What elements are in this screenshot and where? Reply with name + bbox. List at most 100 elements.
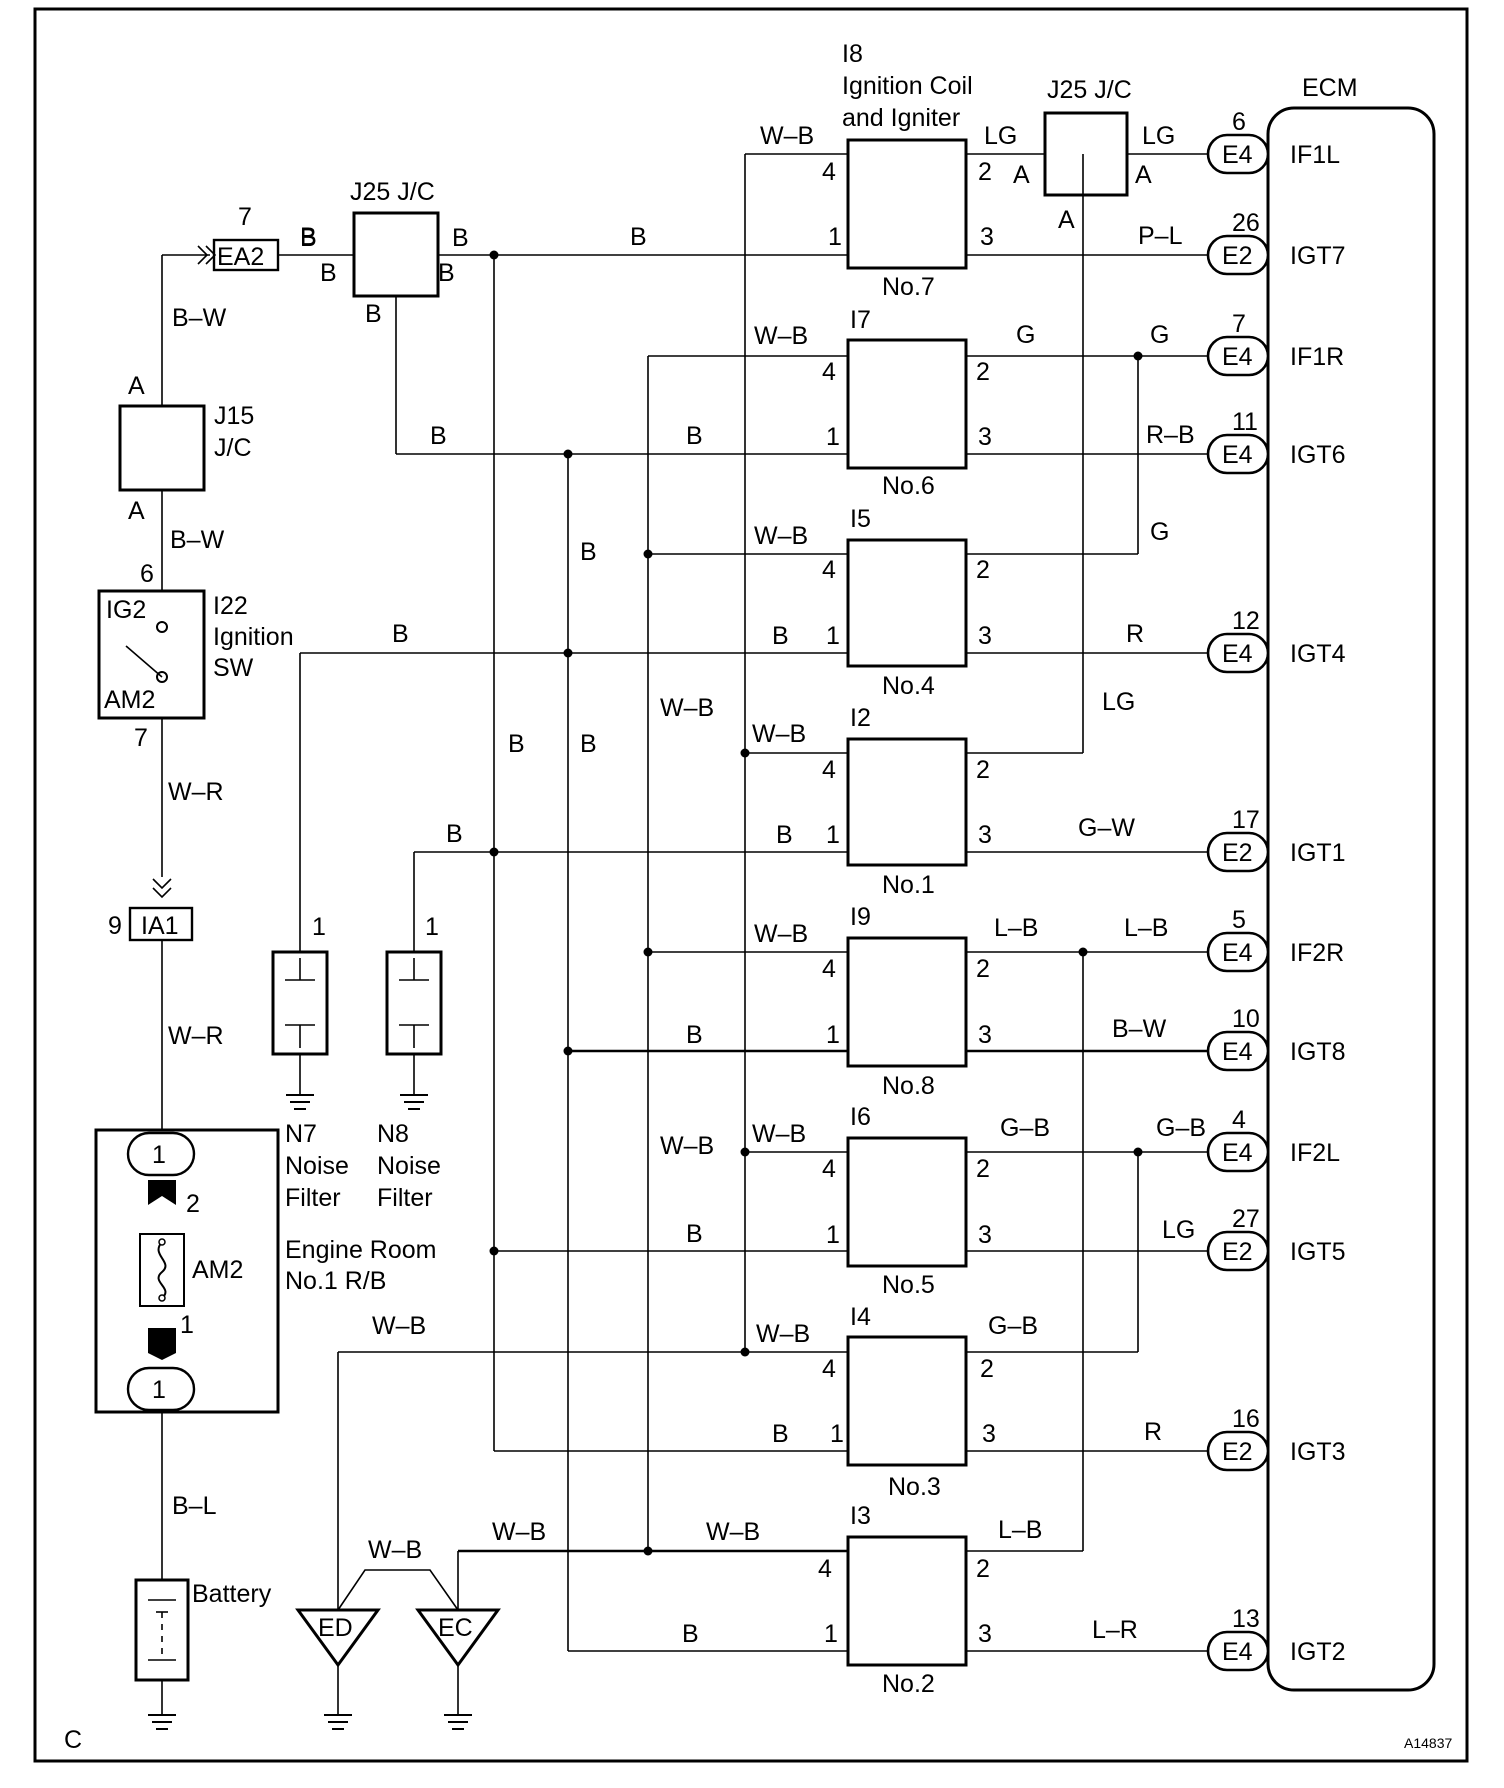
wire-label: W–B [760,122,814,150]
wire-label: B [772,622,789,650]
nf-name-2: Filter [377,1184,433,1212]
coil-subtitle: Ignition Coil [842,72,973,100]
wire-label: B [508,730,525,758]
j25-pin-b: B [452,224,469,252]
wire-label: G [1150,321,1169,349]
j25-title: J25 J/C [1047,76,1132,104]
earth-ground-symbols [148,1094,472,1730]
wire-label: W–R [168,1022,224,1050]
j15-pin-a: A [128,372,145,400]
rb-name: Engine Room [285,1236,436,1264]
pin-2: 2 [978,158,992,186]
wire-label: R [1144,1418,1162,1446]
ecm-pin-connector-label: E4 [1222,640,1253,668]
ecm-pin-number: 10 [1232,1005,1260,1033]
wire-label: L–B [994,914,1038,942]
figure-id: A14837 [1404,1735,1452,1751]
ecm-pin-name: IGT2 [1290,1638,1346,1666]
pin-3: 3 [978,1221,992,1249]
noise-filter-n8: 1 N8 Noise Filter [377,913,443,1212]
pin-2: 2 [976,1155,990,1183]
ecm-pin-connector [1206,931,1270,973]
wire-label: W–R [168,778,224,806]
pin-2: 2 [976,756,990,784]
coil-id: I4 [850,1303,871,1331]
wire-label: B [686,1021,703,1049]
coil-id: I5 [850,505,871,533]
wire-label: G [1016,321,1035,349]
pin-3: 3 [982,1420,996,1448]
corner-label: C [64,1726,82,1754]
wire-label: G–B [988,1312,1038,1340]
ecm-pin-number: 4 [1232,1106,1246,1134]
ecm-pin-connector [1206,1030,1270,1072]
wire-label: W–B [660,694,714,722]
j25-title: J25 J/C [350,178,435,206]
wire-label: W–B [756,1320,810,1348]
j15-jc: J15 J/C A A [118,372,254,525]
coil-id: I9 [850,903,871,931]
ecm-pin-connector-label: E4 [1222,1139,1253,1167]
diagram-frame [33,7,1469,1763]
wire-label: R–B [1146,421,1195,449]
ecm-pin-name: IF1R [1290,343,1344,371]
ea2-pin: 7 [238,203,252,231]
wire-label: B [392,620,409,648]
wire-label: B–W [170,526,225,554]
ignition-switch: IG2 AM2 I22 Ignition SW 6 7 [97,560,294,752]
ea2-connector: EA2 7 [197,203,280,272]
wire-label: B [686,1220,703,1248]
wire-label: W–B [752,1120,806,1148]
wire-label: W–B [660,1132,714,1160]
pin-2: 2 [976,955,990,983]
coil-number: No.6 [882,472,935,500]
ia1-pin: 9 [108,912,122,940]
noise-filter-n7: 1 N7 Noise Filter [271,913,349,1212]
wire-label: LG [984,122,1017,150]
wire-label: B [446,820,463,848]
j25-pin-a-bottom: A [1058,206,1075,234]
relay-block: 1 2 AM2 1 1 Engine Room No.1 R/B [94,1128,436,1414]
ecm-pin-connector-label: E2 [1222,242,1253,270]
coil-number: No.5 [882,1271,935,1299]
coil-subtitle-2: and Igniter [842,104,960,132]
rb-bottom-pin: 1 [152,1376,166,1404]
ecm-pin-connector [1206,133,1270,175]
switch-id: I22 [213,592,248,620]
ecm-title: ECM [1302,74,1358,102]
ecm-pin-name: IF2R [1290,939,1344,967]
coil-no2: I3 4 1 2 3 No.2 [818,1502,992,1698]
coil-no1: I2 4 1 2 3 No.1 [822,704,992,899]
j15-pin-a: A [128,497,145,525]
ecm-pin-name: IGT7 [1290,242,1346,270]
ecm-pin-name: IF1L [1290,141,1340,169]
switch-pin-bottom: 7 [134,724,148,752]
nf-name: Noise [285,1152,349,1180]
wire-label: G–B [1000,1114,1050,1142]
ecm-pin-connector [1206,1230,1270,1272]
ecm-pin-connector-label: E4 [1222,343,1253,371]
wire-label: G [1150,518,1169,546]
nf-id: N8 [377,1120,409,1148]
ea2-label: EA2 [217,243,264,271]
ecm-pin-connector [1206,335,1270,377]
ecm-pin-connector [1206,632,1270,674]
pin-1: 1 [826,1021,840,1049]
nf-pin: 1 [312,913,326,941]
j25-jc-left: J25 J/C B B B B B [300,178,469,328]
rb-name-2: No.1 R/B [285,1267,386,1295]
coil-number: No.1 [882,871,935,899]
coil-id: I2 [850,704,871,732]
coil-no5: I6 4 1 2 3 No.5 [822,1103,992,1299]
wire-label: B–L [172,1492,217,1520]
ecm-pin-name: IF2L [1290,1139,1340,1167]
pin-4: 4 [822,955,836,983]
nf-id: N7 [285,1120,317,1148]
ecm-pin-name: IGT6 [1290,441,1346,469]
battery-label: Battery [192,1580,272,1608]
ecm-pin-number: 26 [1232,209,1260,237]
